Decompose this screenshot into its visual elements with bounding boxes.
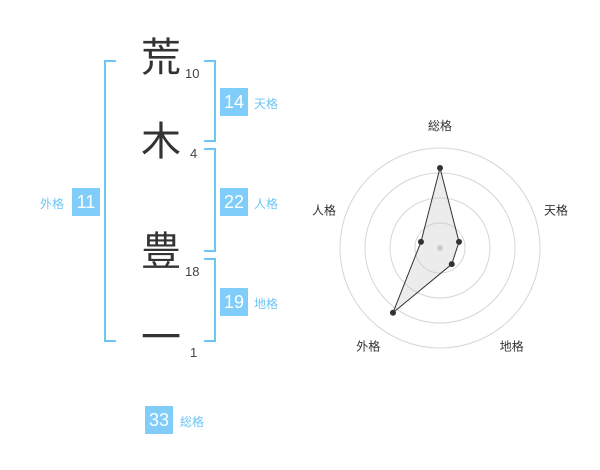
gaikaku-bracket xyxy=(104,60,116,342)
radar-point-3 xyxy=(448,261,455,268)
jinkaku-value: 22 xyxy=(220,188,248,216)
radar-ring xyxy=(339,147,541,349)
radar-axis-label-4: 外格 xyxy=(356,339,380,354)
radar-ring xyxy=(389,197,491,299)
radar-grid xyxy=(339,147,541,349)
radar-point-2 xyxy=(456,238,463,245)
radar-point-5 xyxy=(417,238,424,245)
tenkaku-label: 天格 xyxy=(254,97,279,111)
stroke-count-3: 18 xyxy=(185,264,200,279)
gaikaku-label: 外格 xyxy=(40,197,65,211)
radar-axis-label-1: 総格 xyxy=(428,118,452,133)
chikaku-bracket xyxy=(204,258,216,342)
name-char-4: 一 xyxy=(141,315,181,361)
radar-point-1 xyxy=(437,165,443,171)
soukaku-value: 33 xyxy=(145,406,173,434)
stroke-count-4: 1 xyxy=(190,345,198,360)
radar-ring xyxy=(414,222,466,274)
radar-axis-label-3: 地格 xyxy=(500,339,524,354)
name-char-3: 豊 xyxy=(141,229,181,275)
name-char-2: 木 xyxy=(141,119,181,165)
tenkaku-value: 14 xyxy=(220,88,248,116)
radar-axis-label-5: 人格 xyxy=(312,202,336,217)
name-char-1: 荒 xyxy=(141,35,181,81)
jinkaku-bracket xyxy=(204,148,216,252)
jinkaku-label: 人格 xyxy=(254,197,279,211)
chikaku-value: 19 xyxy=(220,288,248,316)
tenkaku-bracket xyxy=(204,60,216,142)
radar-data-polygon xyxy=(392,167,460,314)
chikaku-label: 地格 xyxy=(254,297,279,311)
radar-point-4 xyxy=(389,309,396,316)
radar-axis-label-2: 天格 xyxy=(544,202,568,217)
gaikaku-value: 11 xyxy=(72,188,100,216)
radar-ring xyxy=(364,172,516,324)
radar-center-dot xyxy=(437,245,443,251)
stroke-count-1: 10 xyxy=(185,66,200,81)
soukaku-label: 総格 xyxy=(180,415,205,429)
stroke-count-2: 4 xyxy=(190,146,198,161)
